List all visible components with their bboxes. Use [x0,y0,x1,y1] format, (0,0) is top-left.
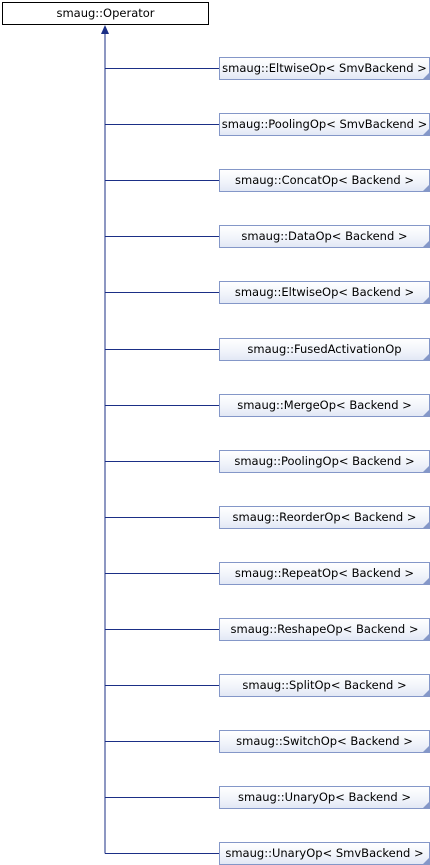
folded-corner-icon [423,634,429,640]
class-node-eltwiseop-backend[interactable]: smaug::EltwiseOp< Backend > [219,281,430,304]
class-node-splitop-backend[interactable]: smaug::SplitOp< Backend > [219,674,430,697]
class-node-label: smaug::SplitOp< Backend > [242,678,407,692]
class-node-label: smaug::PoolingOp< Backend > [234,454,415,468]
class-node-label: smaug::EltwiseOp< Backend > [234,285,415,299]
class-node-label: smaug::DataOp< Backend > [241,229,408,243]
class-node-switchop-backend[interactable]: smaug::SwitchOp< Backend > [219,730,430,753]
class-node-label: smaug::FusedActivationOp [247,342,402,356]
class-node-poolingop-smvbackend[interactable]: smaug::PoolingOp< SmvBackend > [219,113,430,136]
class-node-dataop-backend[interactable]: smaug::DataOp< Backend > [219,225,430,248]
class-node-reorderop-backend[interactable]: smaug::ReorderOp< Backend > [219,506,430,529]
class-node-repeatop-backend[interactable]: smaug::RepeatOp< Backend > [219,562,430,585]
folded-corner-icon [423,802,429,808]
folded-corner-icon [423,297,429,303]
class-node-poolingop-backend[interactable]: smaug::PoolingOp< Backend > [219,450,430,473]
arrowhead-icon [101,25,109,34]
class-node-label: smaug::ConcatOp< Backend > [235,173,414,187]
folded-corner-icon [423,73,429,79]
folded-corner-icon [423,578,429,584]
folded-corner-icon [423,858,429,864]
class-node-label: smaug::EltwiseOp< SmvBackend > [222,61,427,75]
folded-corner-icon [423,522,429,528]
folded-corner-icon [423,241,429,247]
class-node-eltwiseop-smvbackend[interactable]: smaug::EltwiseOp< SmvBackend > [219,57,430,80]
class-node-label: smaug::RepeatOp< Backend > [234,566,415,580]
class-node-reshapeop-backend[interactable]: smaug::ReshapeOp< Backend > [219,618,430,641]
class-node-label: smaug::MergeOp< Backend > [237,398,412,412]
class-node-label: smaug::ReorderOp< Backend > [232,510,417,524]
class-node-fusedactivationop[interactable]: smaug::FusedActivationOp [219,338,430,361]
class-node-label: smaug::UnaryOp< Backend > [238,790,411,804]
class-node-operator[interactable]: smaug::Operator [2,2,209,25]
class-node-label: smaug::UnaryOp< SmvBackend > [225,846,424,860]
folded-corner-icon [423,185,429,191]
folded-corner-icon [423,466,429,472]
class-node-label: smaug::SwitchOp< Backend > [236,734,413,748]
class-node-label: smaug::ReshapeOp< Backend > [230,622,419,636]
class-node-unaryop-smvbackend[interactable]: smaug::UnaryOp< SmvBackend > [219,842,430,865]
class-node-unaryop-backend[interactable]: smaug::UnaryOp< Backend > [219,786,430,809]
folded-corner-icon [423,690,429,696]
class-node-label: smaug::PoolingOp< SmvBackend > [221,117,428,131]
folded-corner-icon [423,129,429,135]
folded-corner-icon [423,354,429,360]
folded-corner-icon [423,746,429,752]
class-node-concatop-backend[interactable]: smaug::ConcatOp< Backend > [219,169,430,192]
folded-corner-icon [423,410,429,416]
class-node-mergeop-backend[interactable]: smaug::MergeOp< Backend > [219,394,430,417]
